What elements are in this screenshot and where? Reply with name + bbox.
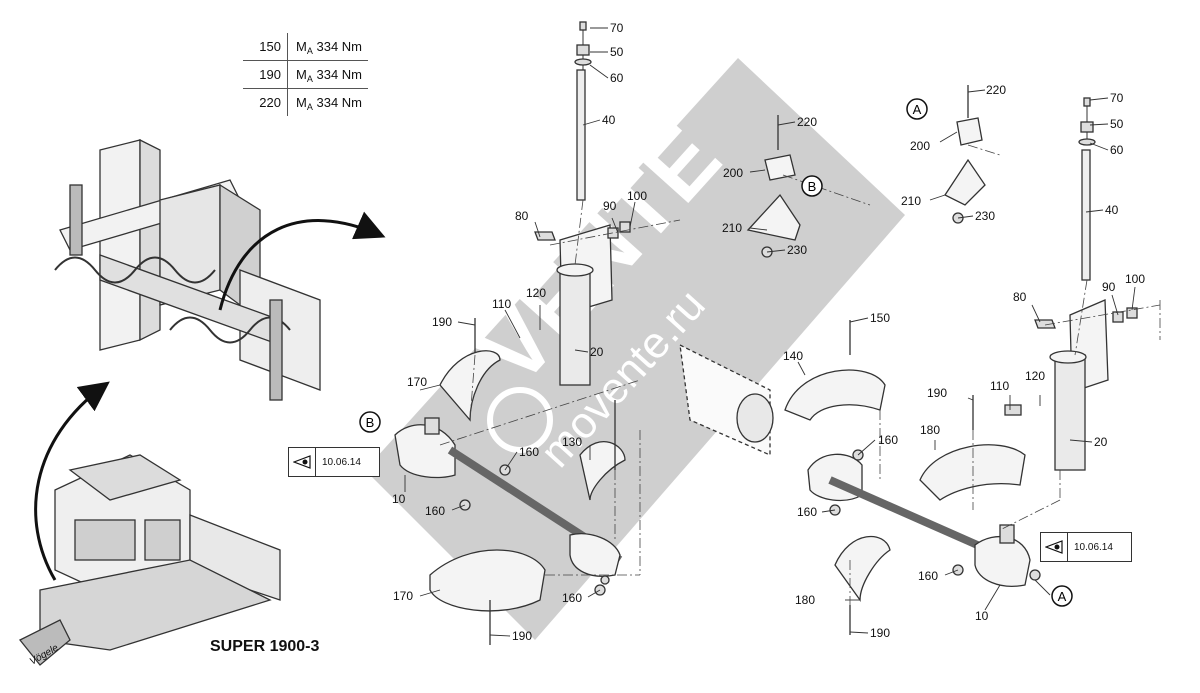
callout-120: 120 bbox=[526, 286, 546, 300]
callout-190: 190 bbox=[512, 629, 532, 643]
torque-subscript: A bbox=[306, 46, 313, 56]
marker-b-left: B bbox=[359, 411, 381, 433]
watermark: VENTE movente.ru bbox=[365, 58, 905, 640]
callout-90: 90 bbox=[1102, 280, 1116, 294]
callout-160: 160 bbox=[425, 504, 445, 518]
eye-icon bbox=[1041, 533, 1068, 561]
callout-170: 170 bbox=[407, 375, 427, 389]
left-auger-assembly bbox=[394, 21, 631, 645]
callout-50: 50 bbox=[610, 45, 624, 59]
callout-60: 60 bbox=[1110, 143, 1124, 157]
marker-b-top: B bbox=[801, 175, 823, 197]
callout-20: 20 bbox=[590, 345, 604, 359]
callout-200: 200 bbox=[723, 166, 743, 180]
reference-code: 10.06.14 bbox=[1074, 541, 1113, 553]
callout-60: 60 bbox=[610, 71, 624, 85]
screw-frame-overview bbox=[54, 138, 321, 401]
callout-120: 120 bbox=[1025, 369, 1045, 383]
marker-label: A bbox=[913, 102, 922, 117]
callout-180: 180 bbox=[795, 593, 815, 607]
torque-prefix: M bbox=[296, 39, 307, 54]
torque-row: 150 MA 334 Nm bbox=[243, 33, 368, 61]
callout-70: 70 bbox=[1110, 91, 1124, 105]
callout-170: 170 bbox=[393, 589, 413, 603]
torque-value: 334 Nm bbox=[316, 95, 363, 110]
marker-label: A bbox=[1058, 589, 1067, 604]
torque-subscript: A bbox=[306, 102, 313, 112]
eye-icon bbox=[289, 448, 316, 476]
callout-180: 180 bbox=[920, 423, 940, 437]
torque-position: 190 bbox=[243, 60, 288, 89]
right-auger-assembly bbox=[679, 97, 1138, 635]
paver-overview bbox=[18, 454, 281, 666]
torque-subscript: A bbox=[306, 74, 313, 84]
callout-100: 100 bbox=[627, 189, 647, 203]
reference-code: 10.06.14 bbox=[322, 456, 361, 468]
callout-160: 160 bbox=[878, 433, 898, 447]
marker-label: B bbox=[366, 415, 375, 430]
callout-140: 140 bbox=[783, 349, 803, 363]
centerlines bbox=[439, 144, 1161, 605]
torque-table: 150 MA 334 Nm 190 MA 334 Nm 220 MA 334 N… bbox=[243, 33, 369, 116]
scraper-assembly-a bbox=[944, 85, 986, 224]
callout-160: 160 bbox=[797, 505, 817, 519]
callout-80: 80 bbox=[515, 209, 529, 223]
callout-220: 220 bbox=[797, 115, 817, 129]
marker-a-top: A bbox=[906, 98, 928, 120]
callout-190: 190 bbox=[432, 315, 452, 329]
callout-200: 200 bbox=[910, 139, 930, 153]
torque-value-cell: MA 334 Nm bbox=[287, 88, 369, 116]
callout-210: 210 bbox=[901, 194, 921, 208]
reference-box-right: 10.06.14 bbox=[1040, 532, 1132, 562]
reference-box-left: 10.06.14 bbox=[288, 447, 380, 477]
scraper-assembly-b bbox=[746, 115, 801, 258]
callout-50: 50 bbox=[1110, 117, 1124, 131]
callout-230: 230 bbox=[975, 209, 995, 223]
model-label: SUPER 1900-3 bbox=[210, 638, 320, 655]
callout-20: 20 bbox=[1094, 435, 1108, 449]
callout-160: 160 bbox=[519, 445, 539, 459]
callout-10: 10 bbox=[392, 492, 406, 506]
callout-100: 100 bbox=[1125, 272, 1145, 286]
callout-210: 210 bbox=[722, 221, 742, 235]
callout-10: 10 bbox=[975, 609, 989, 623]
torque-value: 334 Nm bbox=[316, 39, 363, 54]
marker-a-bottom: A bbox=[1051, 585, 1073, 607]
callout-40: 40 bbox=[1105, 203, 1119, 217]
torque-row: 220 MA 334 Nm bbox=[243, 88, 369, 116]
callout-110: 110 bbox=[990, 379, 1009, 393]
torque-prefix: M bbox=[296, 95, 307, 110]
callout-110: 110 bbox=[492, 297, 511, 311]
callout-labels: 70 50 60 40 80 90 100 110 120 20 190 170… bbox=[392, 21, 1145, 643]
callout-220: 220 bbox=[986, 83, 1006, 97]
torque-value-cell: MA 334 Nm bbox=[287, 60, 369, 89]
torque-row: 190 MA 334 Nm bbox=[243, 60, 369, 89]
callout-230: 230 bbox=[787, 243, 807, 257]
callout-130: 130 bbox=[562, 435, 582, 449]
callout-150: 150 bbox=[870, 311, 890, 325]
callout-190: 190 bbox=[927, 386, 947, 400]
torque-value: 334 Nm bbox=[316, 67, 363, 82]
torque-prefix: M bbox=[296, 67, 307, 82]
torque-value-cell: MA 334 Nm bbox=[288, 33, 369, 61]
callout-160: 160 bbox=[918, 569, 938, 583]
callout-40: 40 bbox=[602, 113, 616, 127]
callout-160: 160 bbox=[562, 591, 582, 605]
curved-arrow-upper bbox=[218, 211, 386, 311]
curved-arrow-lower bbox=[34, 381, 110, 581]
torque-position: 150 bbox=[243, 33, 288, 61]
leader-lines bbox=[404, 27, 1136, 637]
callout-190: 190 bbox=[870, 626, 890, 640]
callout-80: 80 bbox=[1013, 290, 1027, 304]
marker-label: B bbox=[808, 179, 817, 194]
torque-position: 220 bbox=[243, 88, 288, 116]
callout-90: 90 bbox=[603, 199, 617, 213]
callout-70: 70 bbox=[610, 21, 624, 35]
